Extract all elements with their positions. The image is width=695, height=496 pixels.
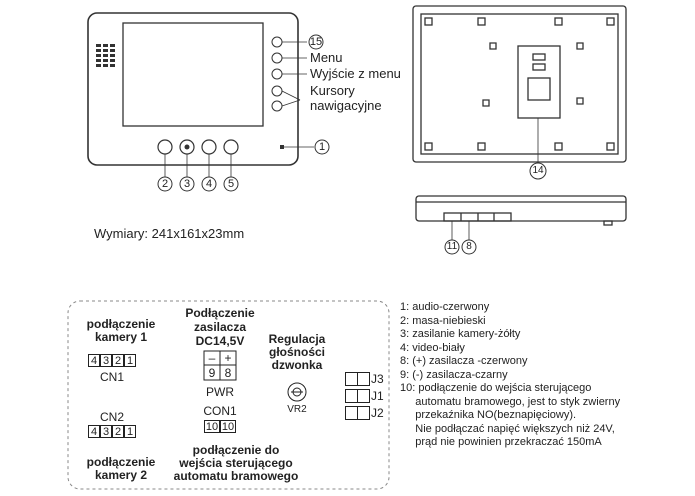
pwr-minus-mark: –: [208, 351, 216, 365]
label-exit-menu: Wyjście z menu: [310, 66, 401, 81]
power-title-line3: DC14,5V: [195, 334, 245, 348]
camera1-title-line2: kamery 1: [94, 330, 148, 344]
dimensions-text: Wymiary: 241x161x23mm: [94, 226, 245, 241]
legend-item: 1: audio-czerwony: [400, 301, 490, 313]
legend-item: prąd nie powinien przekraczać 150mA: [400, 436, 602, 448]
power-title-line2: zasilacza: [193, 320, 247, 334]
legend-item: 2: masa-niebieski: [400, 314, 486, 327]
label-menu: Menu: [310, 50, 343, 65]
vr2-label: VR2: [287, 404, 307, 415]
jumper-j2-pin: [357, 406, 370, 420]
legend-item: 4: video-biały: [400, 341, 465, 354]
callout-11: 11: [446, 241, 458, 252]
power-title-line1: Podłączenie: [185, 306, 255, 320]
side-button-leaders: [281, 41, 307, 107]
pwr-plus-mark: +: [224, 351, 232, 365]
speaker-grille: [96, 44, 115, 67]
cn1-label: CN1: [99, 370, 124, 384]
callout-2: 2: [161, 178, 169, 190]
callout-8: 8: [466, 241, 472, 252]
jumper-j1-label: J1: [371, 389, 384, 403]
con1-pin: 10: [220, 420, 236, 433]
legend-item: 3: zasilanie kamery-żółty: [400, 328, 521, 340]
monitor-back-view: [412, 5, 627, 180]
gate-title-line1: podłączenie do: [192, 443, 280, 457]
gate-title-line2: wejścia sterującego: [179, 456, 293, 470]
gate-title-line3: automatu bramowego: [173, 469, 299, 483]
con1-label: CON1: [203, 404, 237, 418]
con1-pin: 10: [204, 420, 220, 433]
label-cursors-2: nawigacyjne: [310, 98, 382, 113]
cn2-pin: 3: [100, 425, 112, 438]
side-buttons: [271, 36, 283, 112]
legend-item: 9: (-) zasilacza-czarny: [400, 368, 508, 381]
monitor-side-view: [415, 195, 627, 255]
legend-item: 8: (+) zasilacza -czerwony: [400, 355, 528, 367]
camera1-title-line1: podłączenie: [86, 317, 156, 331]
number-circles-front: [157, 139, 330, 192]
cn1-pin: 2: [112, 354, 124, 367]
label-cursors-1: Kursory: [310, 83, 355, 98]
vr2-potentiometer: [287, 382, 307, 402]
cn2-pin: 4: [88, 425, 100, 438]
cn1-pin: 3: [100, 354, 112, 367]
pwr-pin-8: 8: [224, 366, 232, 380]
callout-1: 1: [318, 141, 326, 153]
callout-14: 14: [532, 165, 544, 176]
monitor-front-view: [87, 12, 330, 192]
jumper-j3-label: J3: [371, 372, 384, 386]
jumper-j3-pin: [357, 372, 370, 386]
cn2-pin: 2: [112, 425, 124, 438]
cn2-label: CN2: [99, 410, 124, 424]
jumper-j1-pin: [357, 389, 370, 403]
volume-title-line3: dzwonka: [271, 358, 323, 372]
jumper-j2-label: J2: [371, 406, 384, 420]
callout-5: 5: [227, 178, 235, 190]
camera2-title-line2: kamery 2: [94, 468, 148, 482]
front-buttons: [157, 139, 239, 155]
legend-item: automatu bramowego, jest to styk zwierny: [400, 395, 621, 408]
volume-title-line1: Regulacja: [268, 332, 326, 346]
pwr-pin-9: 9: [208, 366, 216, 380]
pwr-connector-box: [203, 350, 237, 381]
volume-title-line2: głośności: [268, 345, 325, 359]
legend-item: przekaźnika NO(beznapięciowy).: [400, 409, 577, 421]
connection-board-outline: [67, 300, 390, 490]
legend: 1: audio-czerwony 2: masa-niebieski 3: z…: [400, 301, 620, 450]
camera2-title-line1: podłączenie: [86, 455, 156, 469]
cn1-pin: 1: [124, 354, 136, 367]
callout-15: 15: [309, 36, 323, 48]
callout-3: 3: [183, 178, 191, 190]
callout-4: 4: [205, 178, 213, 190]
pwr-label: PWR: [206, 385, 234, 399]
legend-item: 10: podłączenie do wejścia sterującego: [400, 382, 592, 394]
cn2-pin: 1: [124, 425, 136, 438]
legend-item: Nie podłączać napięć większych niż 24V,: [400, 422, 615, 435]
cn1-pin: 4: [88, 354, 100, 367]
